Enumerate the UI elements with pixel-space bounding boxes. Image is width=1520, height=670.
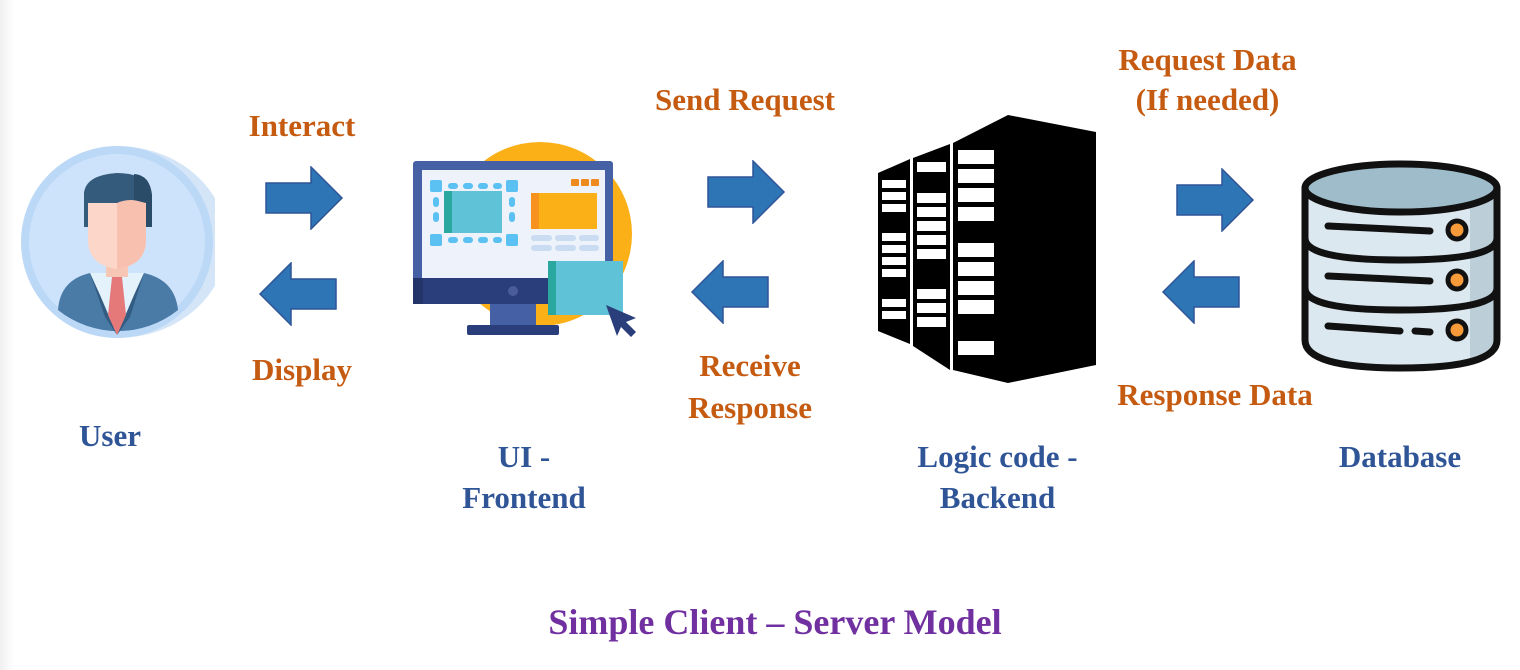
edge-label-send-request: Send Request [654,82,835,117]
node-label-database: Database [1338,439,1462,474]
diagram-title: Simple Client – Server Model [548,602,1002,642]
node-label-frontend-line2: Frontend [462,480,586,515]
page-edge-shadow [0,0,14,670]
node-label-backend-line2: Backend [939,480,1056,515]
user-avatar-icon [21,146,215,338]
server-rack-icon [878,115,1096,383]
edge-label-interact: Interact [248,108,356,143]
request-data-arrow-right-icon [1176,168,1255,232]
display-arrow-left-icon [258,262,337,326]
edge-label-request-data-line1: Request Data [1118,42,1297,77]
edge-label-response-data: Response Data [1117,377,1313,412]
interact-arrow-right-icon [265,166,344,230]
node-label-frontend-line1: UI - [497,439,551,474]
response-data-arrow-left-icon [1161,260,1240,324]
edge-label-request-data-line2: (If needed) [1135,82,1280,117]
database-icon [1301,160,1501,372]
edge-label-receive-response-line2: Response [687,390,812,425]
server-slots [882,150,994,355]
monitor-ui-icon [413,142,636,337]
send-request-arrow-right-icon [707,160,786,224]
node-label-user: User [79,418,141,453]
edge-label-receive-response-line1: Receive [699,348,801,383]
edge-label-display: Display [252,352,352,387]
receive-response-arrow-left-icon [690,260,769,324]
node-label-backend-line1: Logic code - [917,439,1078,474]
